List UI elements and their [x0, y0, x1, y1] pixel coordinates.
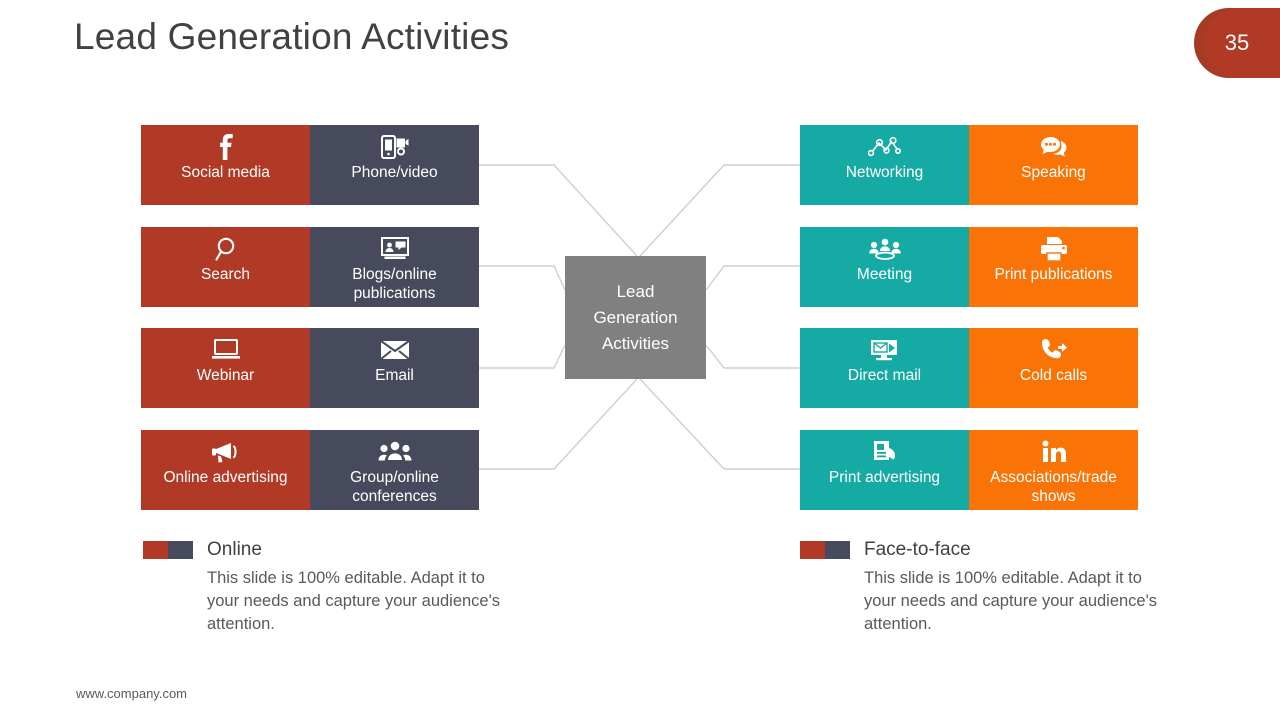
connector-right-4	[639, 378, 800, 470]
tile-label: Webinar	[196, 367, 255, 384]
legend-face-to-face: Face-to-face This slide is 100% editable…	[800, 540, 1220, 636]
meeting-people-icon	[867, 234, 903, 264]
legend-online: Online This slide is 100% editable. Adap…	[143, 540, 563, 636]
legend-swatch-red	[143, 541, 168, 559]
tile-label: Associations/trade shows	[990, 469, 1117, 505]
tile-search[interactable]: Search	[141, 227, 310, 307]
tile-cold-calls[interactable]: Cold calls	[969, 328, 1138, 408]
network-nodes-icon	[867, 132, 902, 162]
connector-left-4	[479, 378, 638, 470]
hub-line-2: Generation	[593, 307, 678, 327]
tile-speaking[interactable]: Speaking	[969, 125, 1138, 205]
tile-row-left-2: Search Blogs/online publications	[141, 227, 479, 307]
legend-header: Online	[143, 540, 563, 560]
center-hub-label: Lead Generation Activities	[593, 279, 677, 357]
tile-label: Group/online conferences	[350, 469, 439, 505]
footer-url: www.company.com	[76, 686, 188, 701]
tile-print-advertising[interactable]: Print advertising	[800, 430, 969, 510]
print-ad-icon	[871, 437, 899, 467]
tile-label: Meeting	[856, 266, 913, 283]
hub-line-1: Lead	[616, 281, 655, 301]
tile-blogs-online-publications[interactable]: Blogs/online publications	[310, 227, 479, 307]
tile-webinar[interactable]: Webinar	[141, 328, 310, 408]
badge-shape	[1204, 8, 1280, 78]
legend-header: Face-to-face	[800, 540, 1220, 560]
center-hub[interactable]: Lead Generation Activities	[565, 256, 706, 379]
tile-row-left-3: Webinar Email	[141, 328, 479, 408]
tile-online-advertising[interactable]: Online advertising	[141, 430, 310, 510]
tile-row-right-2: Meeting Print publications	[800, 227, 1138, 307]
tile-label: Direct mail	[847, 367, 922, 384]
tile-social-media[interactable]: Social media	[141, 125, 310, 205]
tile-group-online-conferences[interactable]: Group/online conferences	[310, 430, 479, 510]
megaphone-icon	[211, 437, 241, 467]
tile-networking[interactable]: Networking	[800, 125, 969, 205]
legend-swatches	[143, 541, 193, 559]
page-title: Lead Generation Activities	[74, 16, 510, 57]
tile-direct-mail[interactable]: Direct mail	[800, 328, 969, 408]
tile-row-right-3: Direct mail Cold calls	[800, 328, 1138, 408]
legend-title: Face-to-face	[864, 539, 971, 560]
legend-swatches	[800, 541, 850, 559]
legend-swatch-red	[800, 541, 825, 559]
tile-label: Print advertising	[828, 469, 941, 486]
tile-label: Email	[375, 367, 414, 384]
phone-call-icon	[1040, 335, 1068, 365]
legend-description: This slide is 100% editable. Adapt it to…	[864, 569, 1158, 633]
facebook-icon	[214, 132, 238, 162]
search-icon	[214, 234, 238, 264]
connector-right-2	[705, 265, 800, 291]
connector-right-3	[705, 344, 800, 369]
speech-bubble-icon	[1039, 132, 1069, 162]
linkedin-icon	[1040, 437, 1068, 467]
legend-swatch-navy	[168, 541, 193, 559]
tile-label: Print publications	[994, 266, 1113, 283]
connector-left-2	[479, 265, 566, 291]
tile-label: Phone/video	[351, 164, 438, 181]
envelope-icon	[379, 335, 410, 365]
tile-row-right-1: Networking Speaking	[800, 125, 1138, 205]
legend-description: This slide is 100% editable. Adapt it to…	[207, 569, 501, 633]
connector-right-1	[639, 164, 800, 257]
laptop-icon	[211, 335, 241, 365]
connector-left-3	[479, 344, 566, 369]
tile-row-left-4: Online advertising Group/online conferen…	[141, 430, 479, 510]
legend-swatch-navy	[825, 541, 850, 559]
tile-label: Networking	[845, 164, 924, 181]
blog-monitor-icon	[380, 234, 410, 264]
tile-associations-trade-shows[interactable]: Associations/trade shows	[969, 430, 1138, 510]
tile-row-right-4: Print advertising Associations/trade sho…	[800, 430, 1138, 510]
phone-video-icon	[380, 132, 409, 162]
tile-label: Social media	[181, 164, 270, 181]
direct-mail-icon	[869, 335, 901, 365]
people-group-icon	[378, 437, 412, 467]
printer-icon	[1039, 234, 1069, 264]
tile-label: Blogs/online publications	[352, 266, 437, 302]
tile-row-left-1: Social media Phone/video	[141, 125, 479, 205]
tile-label: Speaking	[1021, 164, 1086, 181]
page-number-badge: 35	[1194, 8, 1280, 78]
tile-phone-video[interactable]: Phone/video	[310, 125, 479, 205]
connector-left-1	[479, 164, 638, 257]
hub-line-3: Activities	[601, 333, 670, 353]
tile-email[interactable]: Email	[310, 328, 479, 408]
tile-print-publications[interactable]: Print publications	[969, 227, 1138, 307]
tile-label: Online advertising	[163, 469, 288, 486]
tile-label: Search	[200, 266, 251, 283]
page-number-text: 35	[1224, 30, 1250, 55]
legend-title: Online	[207, 539, 262, 560]
tile-label: Cold calls	[1019, 367, 1088, 384]
tile-meeting[interactable]: Meeting	[800, 227, 969, 307]
